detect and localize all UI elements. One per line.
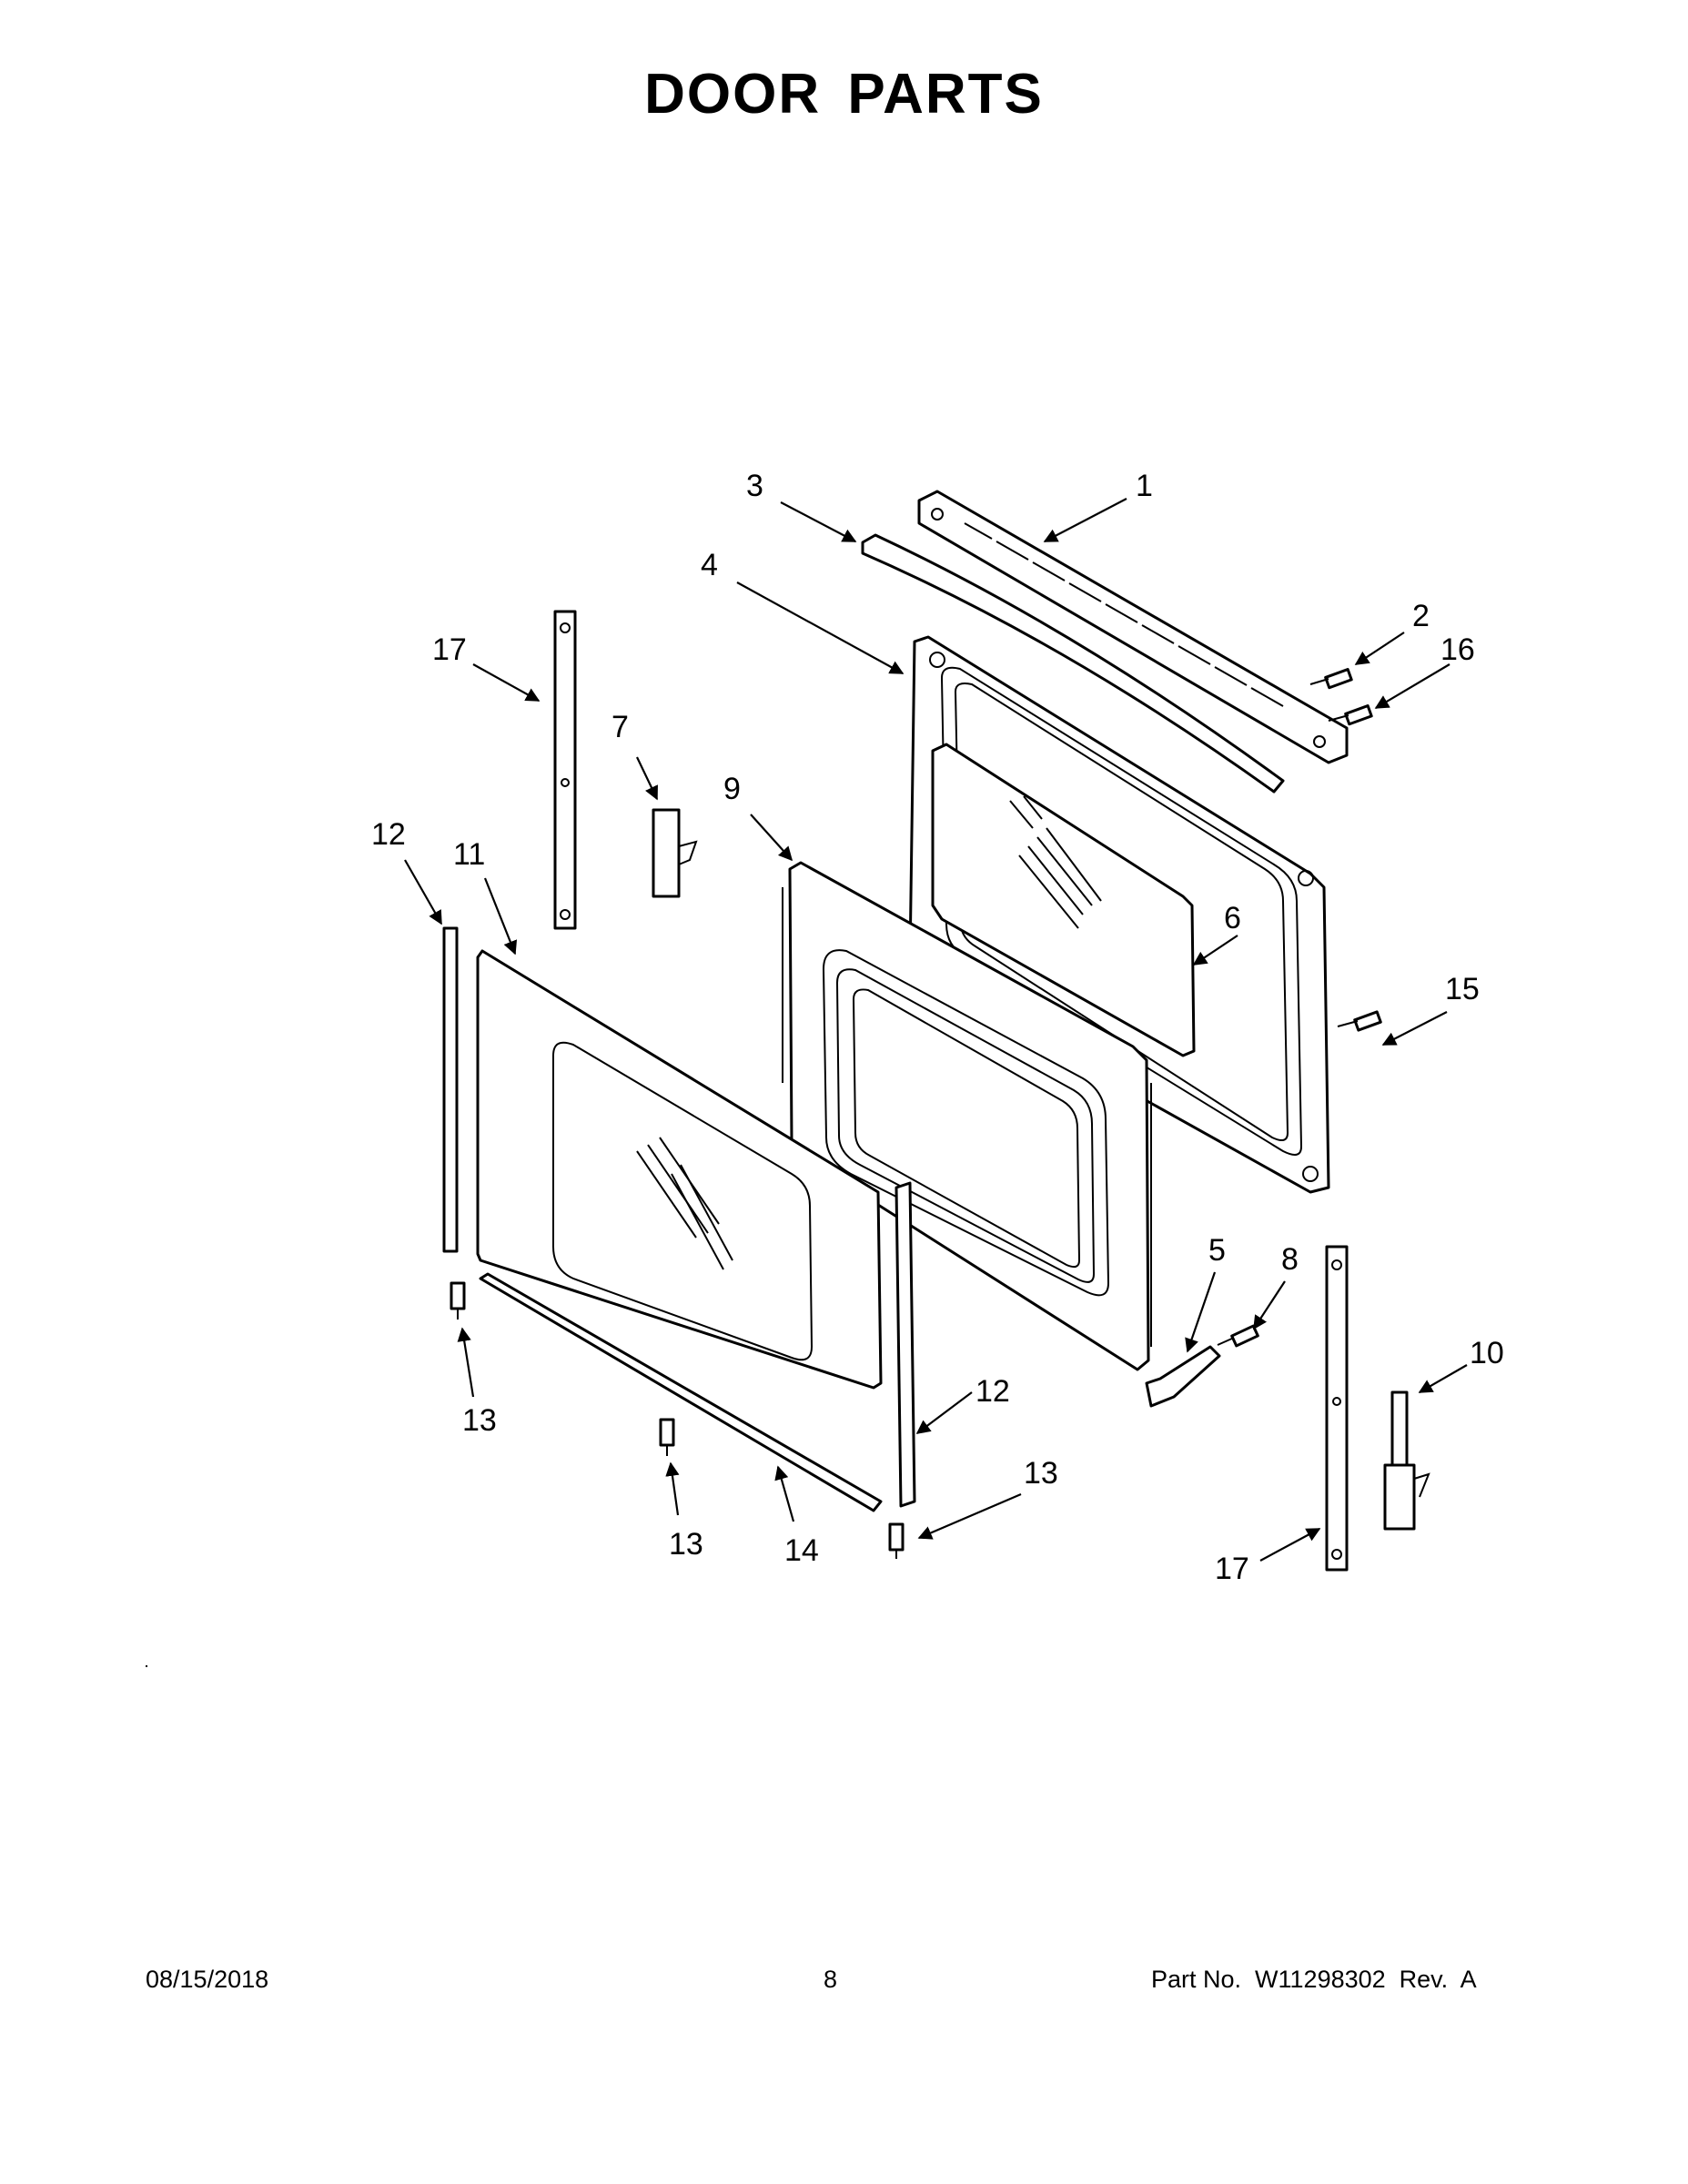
screw-13-right: [888, 1522, 905, 1559]
callout-5: 5: [1208, 1233, 1226, 1268]
callout-8: 8: [1281, 1242, 1299, 1277]
footer-part-number: Part No. W11298302 Rev. A: [1151, 1966, 1477, 1993]
callout-1: 1: [1136, 469, 1153, 503]
vent-trim: [917, 490, 1349, 764]
outer-door-panel: [476, 949, 883, 1390]
callout-9: 9: [723, 772, 741, 806]
callout-13-right: 13: [1024, 1456, 1058, 1491]
callout-11: 11: [453, 837, 485, 872]
handle-strip: [861, 533, 1285, 794]
callout-2: 2: [1412, 599, 1430, 633]
hinge-receiver-left: [553, 610, 577, 930]
callout-labels: 1 2 3 4 16 17 7 9 12 11 6 15 5 8 10 12 1…: [371, 469, 1504, 1586]
inner-glass: [931, 743, 1196, 1057]
side-trim-left: [442, 926, 459, 1253]
callout-4: 4: [701, 548, 718, 582]
page-title: DOOR PARTS: [644, 63, 1044, 126]
callout-17-top: 17: [432, 632, 467, 667]
callout-7: 7: [612, 710, 629, 744]
hinge-receiver-right: [1325, 1245, 1349, 1572]
callout-12-left: 12: [371, 817, 406, 852]
bottom-trim: [479, 1272, 883, 1512]
door-hinge: [1383, 1390, 1430, 1531]
callout-14: 14: [784, 1533, 819, 1568]
door-latch: [652, 808, 698, 898]
callout-10: 10: [1470, 1336, 1504, 1370]
footer-page-number: 8: [824, 1966, 838, 1993]
callout-13-left: 13: [462, 1403, 497, 1438]
screw-8: [1217, 1324, 1259, 1348]
screw-13-left: [450, 1281, 466, 1320]
callout-15: 15: [1445, 972, 1480, 1006]
callout-17-bottom: 17: [1215, 1552, 1249, 1586]
screw-13-bottom: [659, 1418, 675, 1456]
screw-2: [1309, 668, 1353, 690]
hinge-bracket: [1145, 1345, 1221, 1408]
callout-6: 6: [1224, 901, 1241, 935]
stray-mark: [146, 1665, 147, 1667]
footer-date: 08/15/2018: [146, 1966, 269, 1993]
leader-lines: [404, 498, 1468, 1562]
callout-16: 16: [1440, 632, 1475, 667]
callout-3: 3: [746, 469, 763, 503]
screw-15: [1337, 1010, 1382, 1032]
callout-12-right: 12: [975, 1374, 1010, 1409]
side-trim-right: [895, 1181, 916, 1508]
callout-13-bottom: 13: [669, 1527, 703, 1562]
screw-16: [1328, 704, 1373, 726]
